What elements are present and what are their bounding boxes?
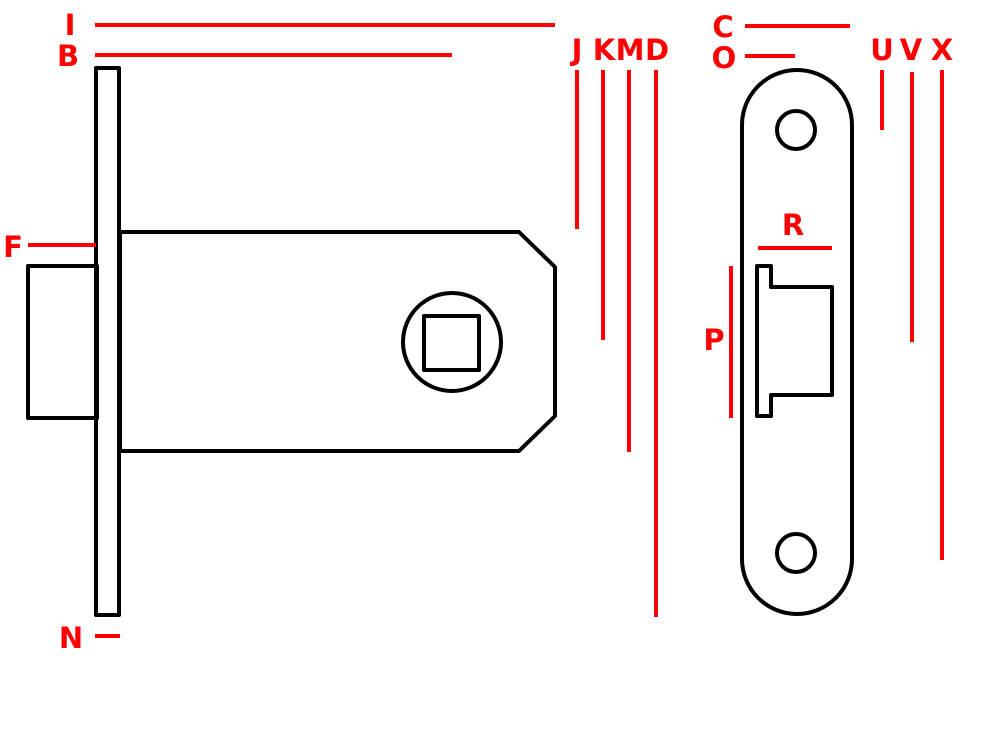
label-N: N (59, 621, 83, 655)
label-P: P (703, 323, 724, 357)
dimension-labels: I B F N J K M D C O U V X R P (3, 8, 953, 655)
label-R: R (782, 208, 804, 242)
label-D: D (645, 33, 669, 67)
spindle-square-hole (422, 314, 481, 372)
screw-hole-bottom (775, 532, 817, 574)
latch-bolt (26, 264, 99, 420)
strike-plate (740, 68, 854, 616)
label-X: X (931, 33, 953, 67)
label-B: B (57, 39, 79, 73)
label-C: C (712, 10, 733, 44)
latch (26, 66, 557, 617)
label-V: V (900, 33, 923, 67)
latch-faceplate (94, 66, 121, 617)
label-I: I (65, 8, 76, 42)
label-K: K (593, 33, 617, 67)
screw-hole-top (775, 109, 817, 151)
label-O: O (712, 41, 737, 75)
latch-body (118, 230, 557, 453)
strike-plate-outline (740, 68, 854, 616)
label-M: M (616, 33, 645, 67)
strike-tongue (755, 264, 834, 418)
label-U: U (870, 33, 894, 67)
label-J: J (570, 33, 583, 67)
spindle-hub (401, 291, 503, 393)
label-F: F (3, 230, 23, 264)
dimension-lines (28, 23, 944, 638)
